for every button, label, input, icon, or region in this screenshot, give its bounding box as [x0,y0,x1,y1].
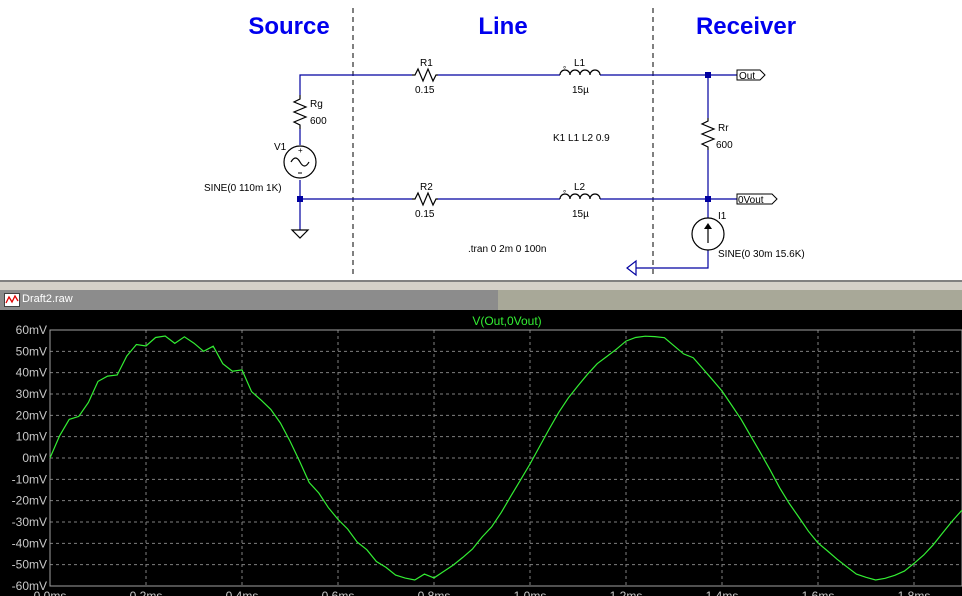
junction-dot [297,196,303,202]
x-tick-label: 0.8ms [418,589,451,596]
y-axis-ticks: 60mV 50mV 40mV 30mV 20mV 10mV 0mV -10mV -20mV -30… [12,323,47,593]
section-title-source: Source [248,13,329,40]
y-tick-label: 30mV [16,387,47,401]
rr-name: Rr [718,123,729,134]
net-label-out[interactable]: Out [736,69,766,82]
net-flag-icon [736,69,766,81]
y-tick-label: 20mV [16,408,47,422]
voltage-source-v1[interactable]: + V1 SINE(0 110m 1K) [204,142,317,194]
resistor-r1-symbol [412,67,438,83]
r1-value: 0.15 [415,85,435,96]
l2-name: L2 [574,182,586,193]
sine-source-icon [283,145,317,179]
rg-name: Rg [310,99,323,110]
l1-value: 15µ [572,85,589,96]
v1-name: V1 [274,142,287,153]
trace-line[interactable] [49,335,962,581]
net-label-0vout[interactable]: 0Vout [736,193,778,206]
y-tick-label: -30mV [12,515,47,529]
x-tick-label: 0.2ms [130,589,163,596]
i1-value: SINE(0 30m 15.6K) [718,249,805,260]
y-tick-label: -20mV [12,494,47,508]
r2-value: 0.15 [415,209,435,220]
trace-title[interactable]: V(Out,0Vout) [472,314,541,328]
x-tick-label: 0.0ms [34,589,67,596]
section-title-receiver: Receiver [696,13,796,40]
resistor-rg-symbol [292,95,308,129]
schematic-canvas[interactable]: Source Line Receiver Rg 600 [0,0,962,282]
l1-name: L1 [574,58,586,69]
l1-dot: ° [563,65,566,74]
inductor-l1-symbol [559,69,601,76]
net-flag-icon [736,193,778,205]
x-tick-label: 1.2ms [610,589,643,596]
y-tick-label: 10mV [16,430,47,444]
y-tick-label: 50mV [16,344,47,358]
tran-directive[interactable]: .tran 0 2m 0 100n [468,244,546,255]
net-label-0vout-text: 0Vout [738,195,764,206]
l2-value: 15µ [572,209,589,220]
schematic-editor[interactable]: Source Line Receiver Rg 600 [0,0,962,282]
i1-name: I1 [718,211,727,222]
waveform-plot[interactable]: V(Out,0Vout) 60mV 50mV 40mV 30mV 20mV 10mV 0mV… [0,310,962,596]
x-axis-ticks: 0.0ms 0.2ms 0.4ms 0.6ms 0.8ms 1.0ms 1.2ms 1.4ms… [34,589,931,596]
y-tick-label: -60mV [12,579,47,593]
net-label-out-text: Out [739,71,755,82]
rg-value: 600 [310,116,327,127]
plot-grid [50,330,962,586]
y-tick-label: -50mV [12,558,47,572]
y-tick-label: -40mV [12,536,47,550]
plot-title-bar: Draft2.raw [0,290,962,310]
x-tick-label: 1.0ms [514,589,547,596]
plot-tab[interactable]: Draft2.raw [0,290,498,310]
y-tick-label: -10mV [12,472,47,486]
inductor-l1[interactable]: ° L1 15µ [559,58,601,96]
resistor-rr-symbol [700,118,716,150]
r1-name: R1 [420,58,433,69]
v1-value: SINE(0 110m 1K) [204,183,282,194]
x-tick-label: 1.6ms [802,589,835,596]
waveform-viewer[interactable]: Draft2.raw V(Out,0Vout) 60mV 50mV 40mV 30mV… [0,290,962,596]
rr-value: 600 [716,140,733,151]
current-source-icon [691,217,725,251]
resistor-r1[interactable]: R1 0.15 [412,58,438,96]
ground-icon[interactable] [290,229,310,239]
x-tick-label: 0.4ms [226,589,259,596]
sine-wave-icon [290,157,310,167]
resistor-r2-symbol [412,191,438,207]
waveform-icon [4,293,20,307]
x-tick-label: 1.8ms [898,589,931,596]
return-terminal-icon[interactable] [626,259,637,277]
coupling-directive[interactable]: K1 L1 L2 0.9 [553,133,610,144]
junction-dot [705,196,711,202]
inductor-l2-symbol [559,193,601,200]
resistor-rr[interactable]: Rr 600 [700,118,733,151]
r2-name: R2 [420,182,433,193]
plot-tab-title: Draft2.raw [22,293,73,305]
junction-dot [705,72,711,78]
resistor-rg[interactable]: Rg 600 [292,95,327,129]
y-tick-label: 40mV [16,366,47,380]
x-tick-label: 0.6ms [322,589,355,596]
y-tick-label: 0mV [22,451,47,465]
current-source-i1[interactable]: I1 SINE(0 30m 15.6K) [691,211,805,260]
arrow-head-icon [704,223,712,229]
section-title-line: Line [478,13,527,40]
x-tick-label: 1.4ms [706,589,739,596]
y-tick-label: 60mV [16,323,47,337]
resistor-r2[interactable]: R2 0.15 [412,182,438,220]
plus-sign: + [298,146,303,155]
wires [299,74,737,269]
l2-dot: ° [563,189,566,198]
inductor-l2[interactable]: ° L2 15µ [559,182,601,220]
